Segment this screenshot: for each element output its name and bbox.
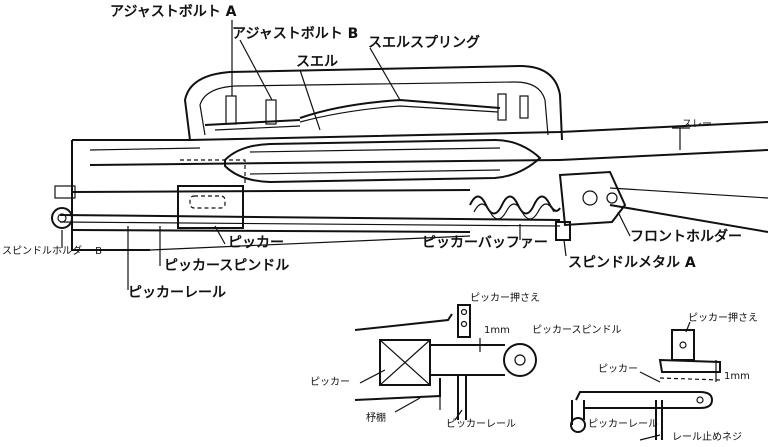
- label-detail-left-picker-holder: ピッカー押さえ: [470, 293, 540, 304]
- label-detail-right-rail-stop-screw: レール止めネジ: [672, 432, 742, 443]
- detail-right-drawing: [570, 321, 721, 441]
- label-picker-buffer: ピッカーバッファー: [422, 235, 548, 251]
- label-detail-left-picker-spindle: ピッカースピンドル: [532, 325, 622, 336]
- label-spindle-metal-a: スピンドルメタル A: [568, 255, 696, 271]
- label-detail-right-gap: 1mm: [724, 371, 750, 382]
- label-front-holder: フロントホルダー: [630, 229, 742, 245]
- label-picker-rail: ピッカーレール: [128, 285, 226, 301]
- label-detail-left-gap: 1mm: [484, 325, 510, 336]
- label-shuttle-spring: スエルスプリング: [368, 35, 480, 51]
- label-picker: ピッカー: [228, 235, 284, 251]
- label-sley: スレー: [682, 119, 712, 130]
- label-detail-left-picker: ピッカー: [310, 377, 350, 388]
- label-detail-left-picker-rail: ピッカーレール: [446, 419, 516, 430]
- label-shuttle: スエル: [296, 54, 338, 70]
- label-detail-right-picker-rail: ピッカーレール: [588, 419, 658, 430]
- sley-assembly: [51, 64, 768, 251]
- label-picker-spindle: ピッカースピンドル: [164, 258, 290, 274]
- detail-left-drawing: [354, 304, 537, 421]
- label-detail-right-picker-holder: ピッカー押さえ: [688, 313, 758, 324]
- label-detail-right-picker: ピッカー: [598, 364, 638, 375]
- label-adjust-bolt-a: アジャストボルト A: [110, 4, 237, 20]
- label-adjust-bolt-b: アジャストボルト B: [232, 26, 359, 42]
- leader-lines: [61, 20, 631, 290]
- label-spindle-holder-b: スピンドルホルダー B: [2, 246, 103, 257]
- label-detail-left-frame: 杼棚: [366, 413, 386, 424]
